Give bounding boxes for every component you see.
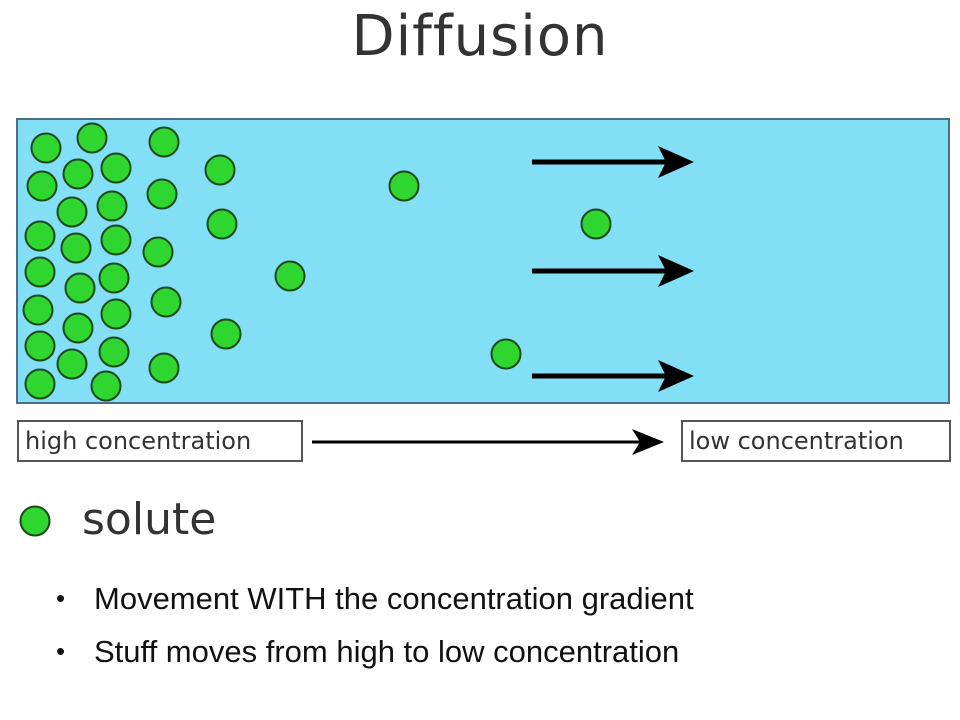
solute-particle xyxy=(56,348,88,380)
low-concentration-label: low concentration xyxy=(681,420,951,462)
flow-arrow-icon xyxy=(532,146,694,178)
bullet-text: Movement WITH the concentration gradient xyxy=(94,581,694,616)
solute-particle xyxy=(274,260,306,292)
bullet-list: • Movement WITH the concentration gradie… xyxy=(56,572,694,678)
solute-particle xyxy=(150,286,182,318)
solute-particle xyxy=(148,126,180,158)
solute-particle xyxy=(56,196,88,228)
solute-particle xyxy=(62,158,94,190)
solute-particle xyxy=(62,312,94,344)
solute-particle xyxy=(22,294,54,326)
solute-particle xyxy=(76,122,108,154)
solute-particle xyxy=(24,368,56,400)
legend-label: solute xyxy=(82,494,217,545)
solute-particle xyxy=(60,232,92,264)
gradient-arrow-icon xyxy=(312,429,664,455)
solute-legend-icon xyxy=(19,505,51,537)
solute-particle xyxy=(96,190,128,222)
solute-particle xyxy=(148,352,180,384)
solute-particle xyxy=(580,208,612,240)
solute-particle xyxy=(24,220,56,252)
solute-particle xyxy=(100,224,132,256)
solute-particle xyxy=(98,262,130,294)
solute-particle xyxy=(100,298,132,330)
solute-particle xyxy=(388,170,420,202)
solute-particle xyxy=(90,370,122,402)
flow-arrow-icon xyxy=(532,255,694,287)
bullet-item: • Movement WITH the concentration gradie… xyxy=(56,572,694,625)
solute-particle xyxy=(142,236,174,268)
diffusion-container xyxy=(16,118,950,404)
solute-particle xyxy=(490,338,522,370)
solute-particle xyxy=(146,178,178,210)
bullet-item: • Stuff moves from high to low concentra… xyxy=(56,625,694,678)
solute-particle xyxy=(26,170,58,202)
solute-particle xyxy=(30,132,62,164)
high-concentration-label: high concentration xyxy=(17,420,303,462)
solute-particle xyxy=(98,336,130,368)
bullet-marker-icon: • xyxy=(56,583,66,613)
solute-particle xyxy=(204,154,236,186)
solute-particle xyxy=(24,330,56,362)
flow-arrow-icon xyxy=(532,360,694,392)
solute-particle xyxy=(210,318,242,350)
slide-title: Diffusion xyxy=(351,4,609,69)
bullet-text: Stuff moves from high to low concentrati… xyxy=(94,634,680,669)
solute-particle xyxy=(100,152,132,184)
bullet-marker-icon: • xyxy=(56,636,66,666)
solute-particle-field xyxy=(22,122,694,402)
solute-particle xyxy=(24,256,56,288)
solute-particle xyxy=(206,208,238,240)
solute-particle xyxy=(64,272,96,304)
